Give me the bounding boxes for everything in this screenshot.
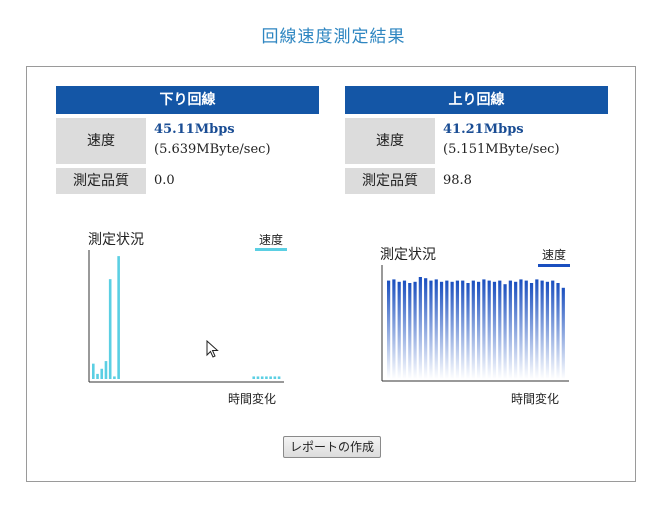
download-chart-xlabel: 時間変化: [228, 392, 277, 406]
chart-bar: [492, 281, 497, 379]
chart-bar: [273, 376, 277, 379]
download-header: 下り回線: [56, 86, 319, 114]
upload-chart-xlabel: 時間変化: [511, 392, 560, 406]
chart-bar: [256, 376, 260, 379]
chart-bar: [429, 280, 433, 379]
download-chart: [88, 250, 284, 383]
chart-bar: [434, 279, 438, 379]
chart-bar: [556, 283, 560, 379]
upload-quality-value: 98.8: [443, 173, 472, 188]
upload-legend-swatch: [538, 264, 570, 267]
download-speed-mbps: 45.11Mbps: [154, 122, 235, 137]
chart-bar: [108, 279, 112, 379]
upload-quality-row: 測定品質 98.8: [345, 168, 608, 194]
chart-bar: [424, 278, 428, 379]
chart-bar: [487, 280, 491, 379]
chart-bar: [100, 368, 104, 379]
chart-bar: [113, 376, 116, 379]
chart-bar: [408, 283, 412, 379]
mouse-cursor-icon: [206, 340, 219, 358]
chart-bar: [265, 376, 268, 379]
chart-bar: [503, 284, 507, 379]
chart-bar: [529, 283, 534, 379]
download-chart-title: 測定状況: [88, 232, 144, 248]
chart-bar: [260, 376, 264, 379]
chart-bar: [392, 279, 396, 379]
upload-chart-legend: 速度: [541, 248, 566, 262]
chart-bar: [535, 279, 539, 379]
upload-header: 上り回線: [345, 86, 608, 114]
chart-bar: [96, 373, 99, 379]
chart-bar: [413, 281, 417, 379]
download-quality-value: 0.0: [154, 173, 175, 188]
upload-chart-bars: [387, 277, 565, 379]
chart-bar: [545, 281, 550, 379]
chart-bar: [477, 281, 481, 379]
chart-bar: [269, 376, 272, 379]
chart-bar: [519, 279, 523, 379]
upload-chart: [381, 265, 569, 382]
create-report-button[interactable]: レポートの作成: [283, 436, 381, 458]
upload-chart-title: 測定状況: [380, 247, 436, 263]
download-chart-bars: [92, 256, 281, 379]
chart-bar: [498, 280, 502, 379]
upload-quality-label: 測定品質: [345, 168, 435, 194]
results-frame: [26, 66, 636, 482]
download-quality-row: 測定品質 0.0: [56, 168, 319, 194]
chart-bar: [561, 287, 565, 379]
chart-bar: [117, 256, 120, 379]
chart-bar: [418, 277, 422, 379]
upload-panel: 上り回線 速度 41.21Mbps (5.151MByte/sec) 測定品質 …: [345, 86, 608, 194]
chart-bar: [92, 363, 95, 379]
chart-bar: [524, 280, 528, 379]
download-panel: 下り回線 速度 45.11Mbps (5.639MByte/sec) 測定品質 …: [56, 86, 319, 194]
chart-bar: [471, 280, 475, 379]
chart-bar: [397, 281, 401, 379]
upload-speed-row: 速度 41.21Mbps (5.151MByte/sec): [345, 118, 608, 164]
chart-bar: [402, 280, 407, 379]
chart-bar: [466, 283, 470, 379]
download-speed-label: 速度: [56, 118, 146, 164]
chart-bar: [482, 279, 486, 379]
upload-speed-mbps: 41.21Mbps: [443, 122, 524, 137]
download-chart-legend: 速度: [258, 233, 283, 247]
download-quality-label: 測定品質: [56, 168, 146, 194]
chart-bar: [277, 376, 281, 379]
download-legend-swatch: [255, 248, 287, 251]
upload-speed-mbyte: (5.151MByte/sec): [443, 142, 560, 157]
chart-bar: [439, 281, 444, 379]
upload-speed-label: 速度: [345, 118, 435, 164]
chart-bar: [450, 281, 454, 379]
chart-bar: [387, 280, 391, 379]
chart-bar: [514, 281, 518, 379]
page-title: 回線速度測定結果: [261, 27, 406, 47]
chart-bar: [455, 280, 460, 379]
chart-bar: [252, 376, 256, 379]
chart-bar: [445, 280, 449, 379]
chart-bar: [461, 280, 465, 379]
chart-bar: [508, 280, 512, 379]
chart-bar: [104, 361, 108, 379]
download-speed-mbyte: (5.639MByte/sec): [154, 142, 271, 157]
download-speed-row: 速度 45.11Mbps (5.639MByte/sec): [56, 118, 319, 164]
chart-bar: [540, 280, 544, 379]
chart-bar: [551, 280, 555, 379]
